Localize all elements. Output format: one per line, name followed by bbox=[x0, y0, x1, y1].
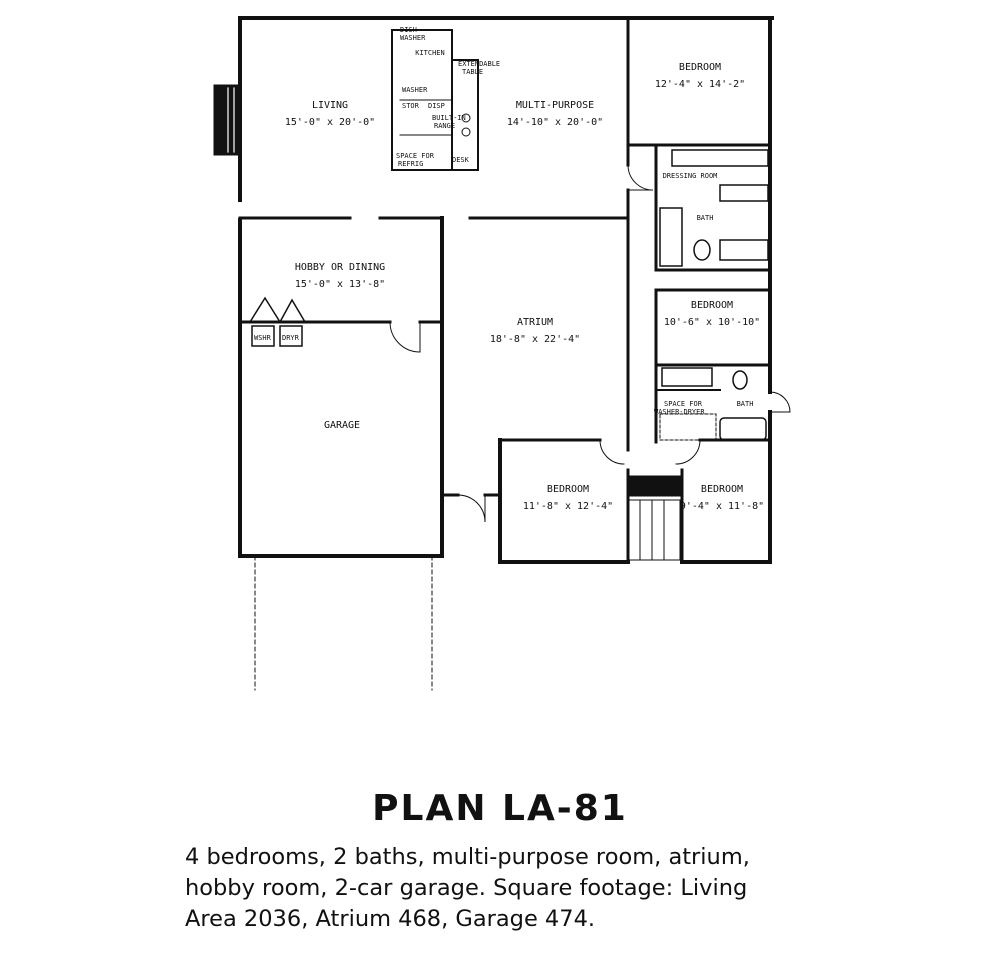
fixture-label: DESK bbox=[452, 156, 470, 164]
room-name: GARAGE bbox=[324, 420, 360, 431]
closet-shelf bbox=[671, 149, 769, 167]
toilet bbox=[693, 239, 711, 261]
fixture-label: WASHER bbox=[402, 86, 428, 94]
fixture-label: WASHER bbox=[400, 34, 426, 42]
door-swing bbox=[457, 494, 486, 523]
range-burner bbox=[461, 113, 471, 123]
fixture-label: DISP bbox=[428, 102, 445, 110]
vanity bbox=[661, 367, 713, 387]
fixture-label: REFRIG bbox=[398, 160, 423, 168]
range-burner bbox=[461, 127, 471, 137]
door-swing bbox=[389, 321, 421, 353]
room-name: ATRIUM bbox=[517, 317, 553, 328]
door-swing bbox=[599, 439, 625, 465]
plan-caption: 4 bedrooms, 2 baths, multi-purpose room,… bbox=[185, 842, 845, 935]
fixture-label: WASHER-DRYER bbox=[654, 408, 705, 416]
door-swing bbox=[769, 391, 791, 413]
room-dims: 15'-0" x 13'-8" bbox=[295, 279, 385, 290]
fixture-label: TABLE bbox=[462, 68, 483, 76]
floor-plan: LIVING 15'-0" x 20'-0" KITCHEN MULTI-PUR… bbox=[213, 16, 791, 691]
room-name: BEDROOM bbox=[547, 484, 589, 495]
room-name: DRESSING ROOM bbox=[663, 172, 718, 180]
room-dims: 10'-6" x 10'-10" bbox=[664, 317, 760, 328]
toilet bbox=[732, 370, 748, 390]
room-dims: 11'-8" x 12'-4" bbox=[523, 501, 613, 512]
room-name: BATH bbox=[697, 214, 714, 222]
closet-shelf bbox=[719, 239, 769, 261]
caption-line: 4 bedrooms, 2 baths, multi-purpose room,… bbox=[185, 844, 750, 870]
hall-steps bbox=[627, 499, 681, 561]
fixture-label: SPACE FOR bbox=[664, 400, 703, 408]
fixture-label: DRYR bbox=[282, 334, 300, 342]
fixture-label: RANGE bbox=[434, 122, 455, 130]
caption-line: hobby room, 2-car garage. Square footage… bbox=[185, 875, 748, 901]
room-name: MULTI-PURPOSE bbox=[516, 100, 594, 111]
room-name: BEDROOM bbox=[679, 62, 721, 73]
room-name: LIVING bbox=[312, 100, 348, 111]
fixture-label: WSHR bbox=[254, 334, 272, 342]
fixture-label: EXTENDABLE bbox=[458, 60, 500, 68]
dryer-appliance bbox=[279, 325, 303, 347]
fireplace bbox=[213, 84, 241, 156]
room-dims: 12'-4" x 14'-2" bbox=[655, 79, 745, 90]
door-swing bbox=[627, 164, 654, 191]
laundry-space bbox=[659, 413, 717, 441]
folding-door bbox=[248, 296, 307, 324]
fixture-label: DISH bbox=[400, 26, 417, 34]
room-name: HOBBY OR DINING bbox=[295, 262, 385, 273]
room-name: BATH bbox=[737, 400, 754, 408]
closet-shelf bbox=[719, 184, 769, 202]
washer-appliance bbox=[251, 325, 275, 347]
room-dims: 15'-0" x 20'-0" bbox=[285, 117, 375, 128]
room-dims: 14'-10" x 20'-0" bbox=[507, 117, 603, 128]
hall-steps bbox=[627, 475, 681, 497]
caption-line: Area 2036, Atrium 468, Garage 474. bbox=[185, 906, 596, 932]
fixture-label: SPACE FOR bbox=[396, 152, 435, 160]
bathtub bbox=[719, 417, 767, 441]
room-name: BEDROOM bbox=[691, 300, 733, 311]
stairs bbox=[659, 207, 683, 267]
room-dims: 18'-8" x 22'-4" bbox=[490, 334, 580, 345]
plan-title: PLAN LA-81 bbox=[372, 788, 628, 829]
room-dims: 9'-4" x 11'-8" bbox=[680, 501, 764, 512]
room-name: KITCHEN bbox=[415, 49, 445, 57]
fixture-label: BUILT-IN bbox=[432, 114, 466, 122]
fixture-label: STOR bbox=[402, 102, 420, 110]
room-name: BEDROOM bbox=[701, 484, 743, 495]
door-swing bbox=[675, 439, 701, 465]
kitchen-island bbox=[451, 59, 479, 171]
